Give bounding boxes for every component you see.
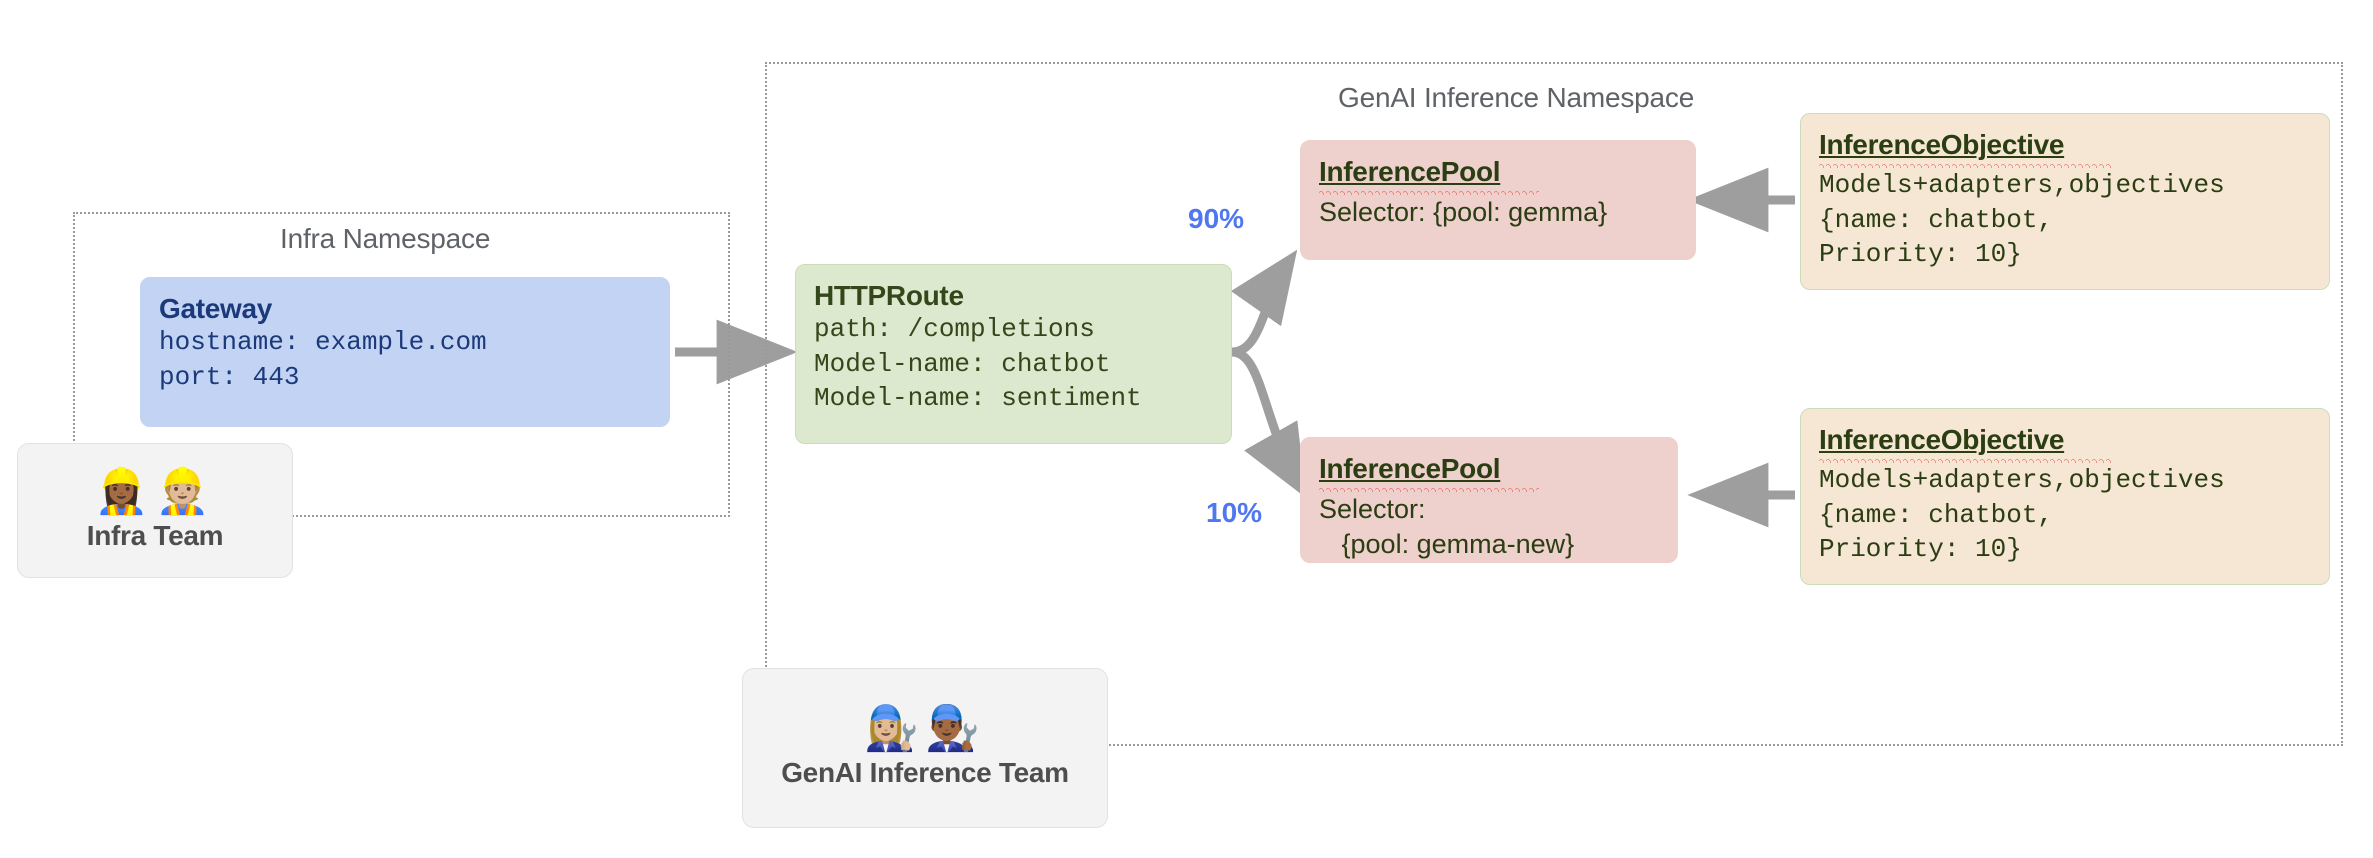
infra-team-avatars-icon: 👷🏾‍♀️👷🏼 bbox=[94, 466, 216, 516]
namespace-boundary-genai bbox=[765, 62, 2343, 746]
route-weight-10: 10% bbox=[1206, 497, 1263, 528]
inferenceobjective-card-top[interactable]: InferenceObjective Models+adapters,objec… bbox=[1800, 113, 2330, 290]
inferencepool-body-gemma-new: Selector: {pool: gemma-new} bbox=[1319, 494, 1575, 560]
inferencepool-title-gemma: InferencePool bbox=[1319, 156, 1501, 187]
inferencepool-card-gemma-new[interactable]: InferencePool Selector: {pool: gemma-new… bbox=[1300, 437, 1678, 563]
namespace-label-infra: Infra Namespace bbox=[280, 223, 491, 254]
httproute-title: HTTPRoute bbox=[814, 280, 964, 311]
genai-team-label: GenAI Inference Team bbox=[781, 757, 1069, 788]
spellcheck-squiggle-icon bbox=[1319, 486, 1539, 493]
inferenceobjective-body-top: Models+adapters,objectives {name: chatbo… bbox=[1819, 170, 2225, 270]
inferencepool-title-gemma-new: InferencePool bbox=[1319, 453, 1501, 484]
inferenceobjective-title-top: InferenceObjective bbox=[1819, 129, 2065, 160]
namespace-boundary-infra bbox=[73, 212, 730, 517]
spellcheck-squiggle-icon bbox=[1319, 189, 1539, 196]
spellcheck-squiggle-icon bbox=[1819, 457, 2111, 464]
spellcheck-squiggle-icon bbox=[1819, 162, 2111, 169]
gateway-title: Gateway bbox=[159, 293, 273, 324]
gateway-body: hostname: example.com port: 443 bbox=[159, 327, 487, 392]
inferenceobjective-body-bottom: Models+adapters,objectives {name: chatbo… bbox=[1819, 465, 2225, 565]
httproute-body: path: /completions Model-name: chatbot M… bbox=[814, 314, 1142, 414]
route-weight-90: 90% bbox=[1188, 203, 1245, 234]
namespace-label-genai: GenAI Inference Namespace bbox=[1338, 82, 1695, 113]
inferencepool-card-gemma[interactable]: InferencePool Selector: {pool: gemma} bbox=[1300, 140, 1696, 260]
gateway-card[interactable]: Gateway hostname: example.com port: 443 bbox=[140, 277, 670, 427]
httproute-card[interactable]: HTTPRoute path: /completions Model-name:… bbox=[795, 264, 1232, 444]
team-chip-genai[interactable]: 👩🏼‍🔧👨🏾‍🔧 GenAI Inference Team bbox=[742, 668, 1108, 828]
infra-team-label: Infra Team bbox=[86, 519, 224, 551]
team-chip-infra[interactable]: 👷🏾‍♀️👷🏼 Infra Team bbox=[17, 443, 293, 578]
inferencepool-body-gemma: Selector: {pool: gemma} bbox=[1319, 197, 1608, 228]
inferenceobjective-card-bottom[interactable]: InferenceObjective Models+adapters,objec… bbox=[1800, 408, 2330, 585]
genai-team-avatars-icon: 👩🏼‍🔧👨🏾‍🔧 bbox=[864, 704, 986, 753]
inferenceobjective-title-bottom: InferenceObjective bbox=[1819, 424, 2065, 455]
